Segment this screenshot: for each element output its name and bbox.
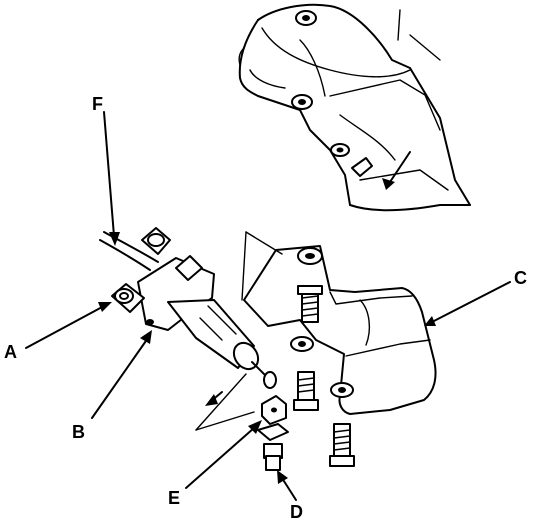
callout-a: A bbox=[4, 342, 17, 362]
callout-d: D bbox=[290, 502, 303, 522]
clip-and-bolt bbox=[257, 395, 289, 471]
bolts bbox=[293, 285, 355, 467]
engine-housing bbox=[238, 3, 471, 212]
slave-cylinder bbox=[99, 227, 277, 389]
callout-f: F bbox=[92, 94, 103, 114]
callout-b: B bbox=[72, 422, 85, 442]
bracket-c bbox=[243, 245, 437, 415]
alignment-lines bbox=[195, 231, 283, 431]
callout-c: C bbox=[514, 268, 527, 288]
leader-lines bbox=[25, 111, 511, 501]
callout-e: E bbox=[168, 488, 180, 508]
